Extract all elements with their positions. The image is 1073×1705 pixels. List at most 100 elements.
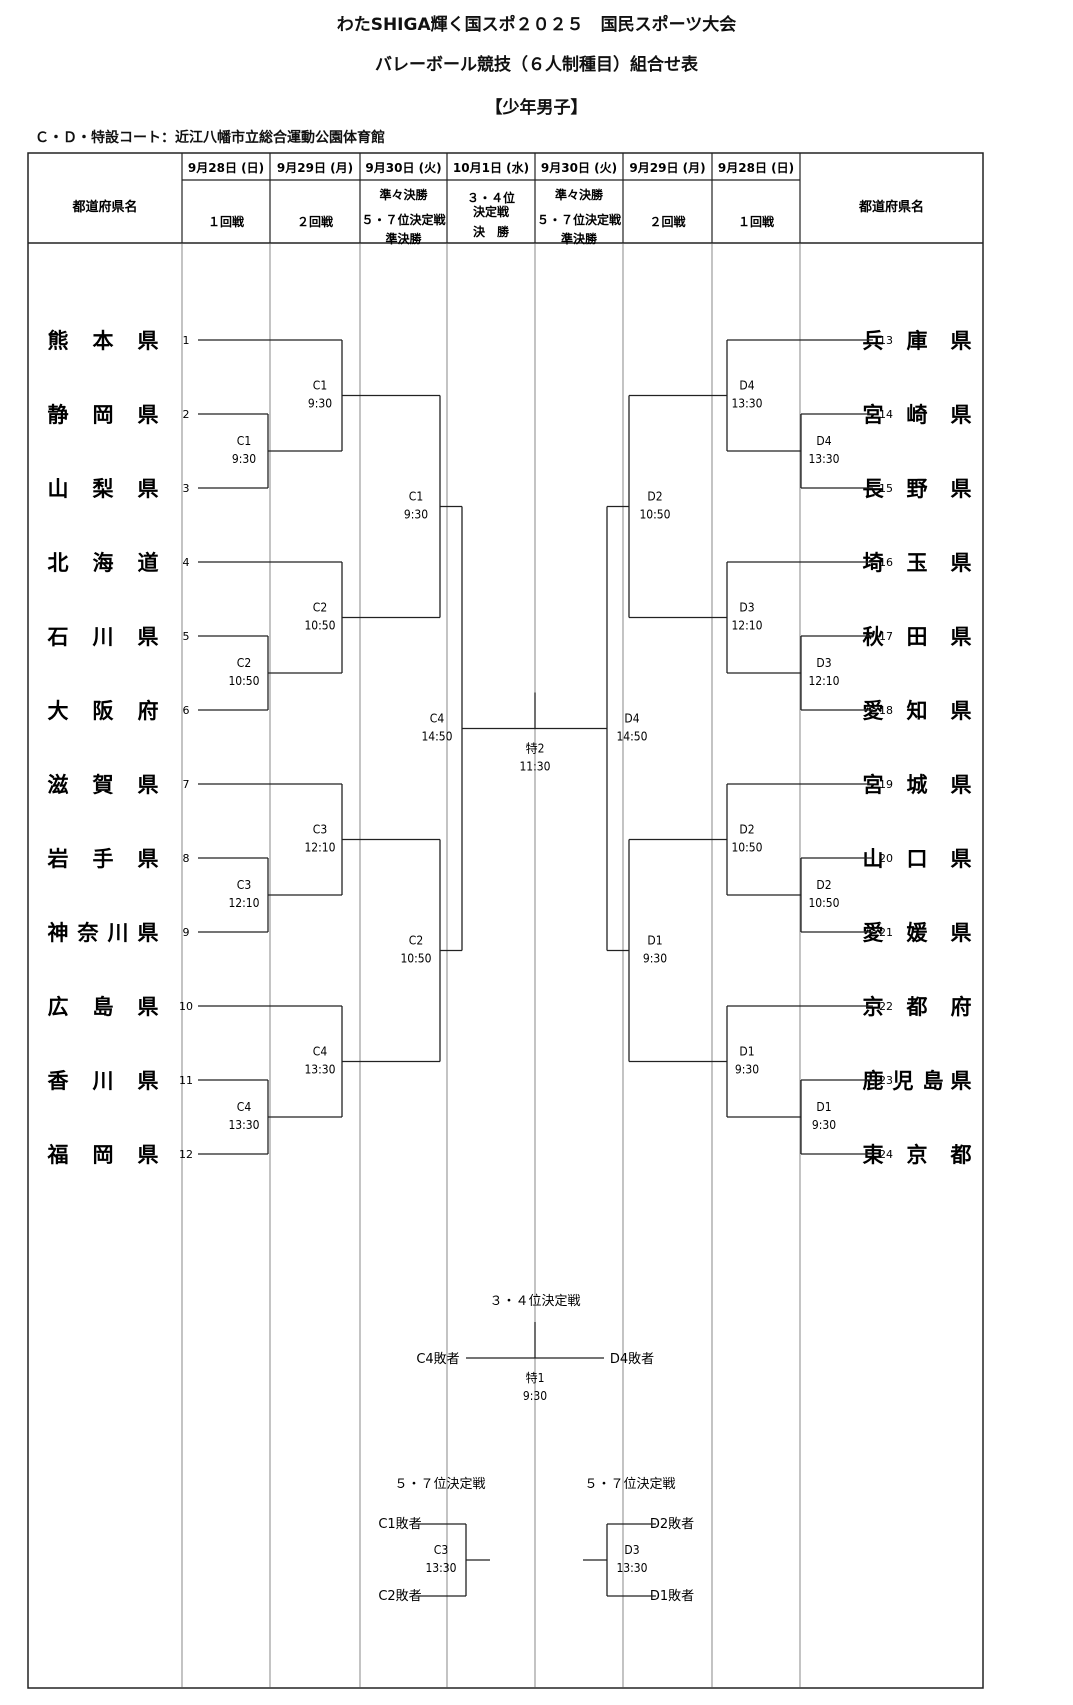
team-seed: 12	[179, 1148, 193, 1161]
column-date: 9月30日 (火)	[365, 161, 441, 175]
team-name-char: 川	[107, 921, 129, 945]
left-r1-match-court: C1	[237, 434, 251, 448]
team-name-char: 埼	[863, 551, 884, 575]
team-name-char: 道	[138, 551, 159, 575]
fifth-place-right-top: D2敗者	[650, 1517, 694, 1532]
left-r2-match-court: C3	[313, 823, 327, 837]
team-name-char: 愛	[863, 699, 884, 723]
fifth-place-right-title: ５・７位決定戦	[584, 1477, 675, 1492]
fifth-place-left-top: C1敗者	[378, 1517, 421, 1532]
right-r2-match-court: D4	[739, 379, 754, 393]
team-name-char: 阪	[93, 699, 115, 723]
team-name-char: 京	[907, 1143, 928, 1167]
right-r1-match-court: D4	[816, 434, 831, 448]
column-round: １回戦	[738, 214, 775, 229]
team-name-char: 大	[48, 699, 69, 723]
left-r2-match-time: 13:30	[304, 1063, 335, 1077]
team-seed: 18	[879, 704, 893, 717]
team-name-char: 媛	[906, 921, 929, 945]
team-name-char: 城	[907, 773, 928, 797]
column-date: 9月30日 (火)	[541, 161, 617, 175]
fifth-place-left-bottom: C2敗者	[378, 1589, 421, 1604]
right-r1-match-time: 10:50	[808, 896, 839, 910]
right-r1-match-court: D3	[816, 656, 831, 670]
left-r1-match-court: C2	[237, 656, 251, 670]
team-name-char: 兵	[863, 329, 884, 353]
team-name-char: 県	[951, 699, 972, 723]
fifth-place-right-bottom: D1敗者	[650, 1589, 694, 1604]
team-name-char: 宮	[863, 403, 884, 427]
right-r1-match-time: 13:30	[808, 452, 839, 466]
left-r2-match-court: C2	[313, 601, 327, 615]
right-r2-match-time: 13:30	[731, 397, 762, 411]
left-r2-match-court: C4	[313, 1045, 328, 1059]
left-r1-match-court: C4	[237, 1100, 252, 1114]
team-name-char: 賀	[92, 773, 114, 797]
column-date: 9月29日 (月)	[629, 161, 705, 175]
event-title: バレーボール競技（６人制種目）組合せ表	[375, 55, 698, 75]
team-name-char: 神	[48, 921, 69, 945]
team-seed: 2	[183, 408, 190, 421]
team-name-char: 県	[138, 1143, 159, 1167]
team-name-char: 口	[907, 847, 928, 871]
team-name-char: 県	[138, 329, 159, 353]
team-seed: 4	[183, 556, 190, 569]
team-name-char: 愛	[863, 921, 884, 945]
team-name-char: 手	[93, 847, 114, 871]
team-name-char: 県	[951, 403, 972, 427]
team-name-char: 鹿	[863, 1069, 884, 1093]
fifth-place-left-title: ５・７位決定戦	[394, 1477, 485, 1492]
team-name-char: 野	[907, 477, 928, 501]
team-name-char: 知	[907, 699, 928, 723]
team-seed: 7	[183, 778, 190, 791]
team-name-char: 長	[863, 477, 885, 501]
team-name-char: 東	[863, 1143, 884, 1167]
left-r1-match-time: 13:30	[228, 1118, 259, 1132]
team-seed: 9	[183, 926, 190, 939]
team-name-char: 奈	[77, 921, 100, 945]
team-seed: 1	[183, 334, 190, 347]
right-r1-match-time: 12:10	[808, 674, 839, 688]
team-name-char: 宮	[863, 773, 884, 797]
left-r2-match-time: 12:10	[304, 841, 335, 855]
team-seed: 3	[183, 482, 190, 495]
final-match-court: 特2	[526, 741, 545, 756]
team-name-char: 県	[951, 625, 972, 649]
tournament-title: わたSHIGA輝く国スポ２０２５ 国民スポーツ大会	[336, 15, 737, 35]
team-name-char: 海	[93, 551, 114, 575]
left-r2-match-time: 10:50	[304, 619, 335, 633]
team-name-char: 広	[48, 995, 69, 1019]
team-seed: 15	[879, 482, 893, 495]
right-r2-match-court: D3	[739, 601, 754, 615]
third-place-right-label: D4敗者	[610, 1352, 654, 1367]
column-round: 決定戦	[473, 204, 510, 219]
team-name-char: 県	[138, 625, 159, 649]
right-qf-match-court: D1	[647, 934, 662, 948]
team-name-char: 府	[951, 995, 972, 1019]
team-name-char: 県	[138, 477, 159, 501]
left-r2-match-time: 9:30	[308, 397, 332, 411]
team-name-char: 県	[138, 773, 159, 797]
column-round: ５・７位決定戦	[537, 212, 622, 227]
left-qf-match-time: 10:50	[400, 952, 431, 966]
team-name-char: 県	[951, 847, 972, 871]
team-name-char: 北	[48, 551, 69, 575]
team-name-char: 県	[138, 921, 159, 945]
team-name-char: 梨	[93, 477, 114, 501]
column-date: 9月28日 (日)	[188, 161, 264, 175]
column-round: 準決勝	[561, 231, 598, 246]
left-qf-match-court: C2	[409, 934, 423, 948]
right-r1-match-court: D1	[816, 1100, 831, 1114]
column-round: ２回戦	[649, 214, 686, 229]
team-name-char: 川	[92, 625, 114, 649]
left-r2-match-court: C1	[313, 379, 327, 393]
right-r1-match-time: 9:30	[812, 1118, 836, 1132]
team-name-char: 児	[892, 1069, 914, 1093]
team-name-char: 玉	[907, 551, 928, 575]
column-round: 準々決勝	[379, 187, 428, 202]
team-name-char: 山	[863, 847, 884, 871]
third-place-match-court: 特1	[526, 1370, 545, 1385]
team-name-char: 県	[138, 403, 159, 427]
team-seed: 14	[879, 408, 893, 421]
